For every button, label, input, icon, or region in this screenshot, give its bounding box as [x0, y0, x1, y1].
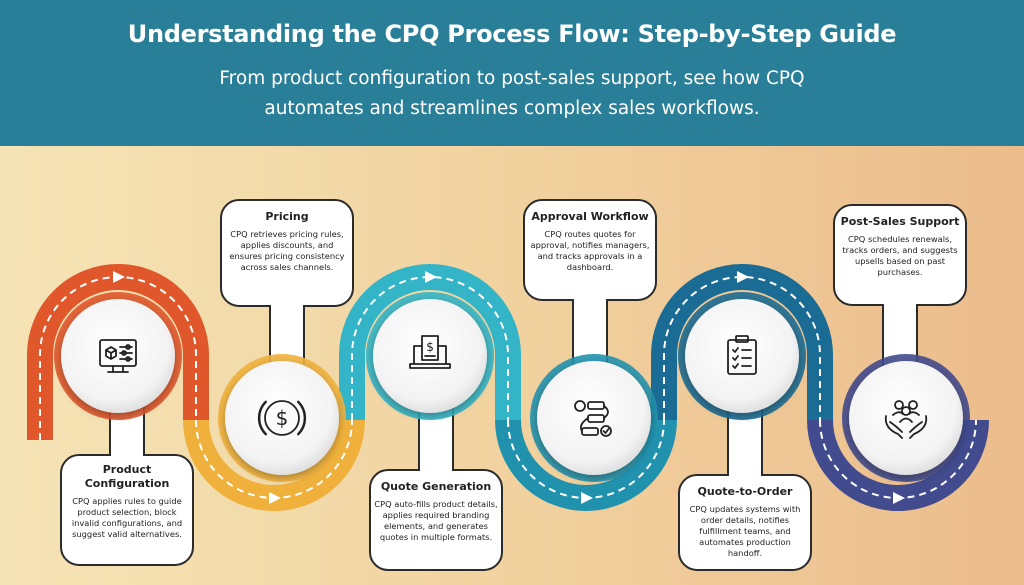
step-node-approval-workflow	[530, 354, 658, 482]
step-description: CPQ auto-fills product details, applies …	[374, 499, 498, 542]
page-title: Understanding the CPQ Process Flow: Step…	[127, 20, 897, 48]
step-node-pricing: $	[218, 354, 346, 482]
laptop-invoice-icon: $	[409, 335, 451, 369]
dashed-flow-line	[351, 276, 509, 420]
workflow-gear-icon	[574, 400, 612, 437]
step-node-post-sales-support	[842, 354, 970, 482]
step-description: CPQ updates systems with order details, …	[689, 504, 801, 558]
step-title: Product Configuration	[84, 463, 170, 490]
step-node-product-configuration	[54, 292, 182, 420]
flow-arrow-icon	[425, 271, 437, 283]
page-subtitle: From product configuration to post-sales…	[219, 68, 805, 119]
step-title: Quote Generation	[380, 480, 492, 493]
clipboard-checklist-icon	[727, 335, 757, 375]
step-description: CPQ schedules renewals, tracks orders, a…	[842, 234, 958, 277]
flow-arrow-icon	[737, 271, 749, 283]
step-title: Pricing	[265, 210, 309, 223]
svg-text:$: $	[426, 340, 434, 354]
step-title: Approval Workflow	[531, 210, 649, 223]
flow-arrow-icon	[581, 492, 593, 504]
step-node-quote-to-order	[678, 292, 806, 420]
step-title: Post-Sales Support	[840, 215, 960, 228]
callout-quote-to-order	[678, 399, 812, 571]
step-description: CPQ routes quotes for approval, notifies…	[530, 229, 650, 272]
flow-arrow-icon	[893, 492, 905, 504]
step-title: Quote-to-Order	[697, 485, 793, 498]
callout-approval-workflow	[523, 199, 657, 381]
flow-arrow-icon	[113, 271, 125, 283]
step-description: CPQ retrieves pricing rules, applies dis…	[229, 229, 345, 272]
hands-people-icon	[884, 400, 928, 439]
step-node-quote-generation: $	[366, 292, 494, 420]
monitor-settings-icon	[99, 339, 137, 373]
flow-arrow-icon	[269, 492, 281, 504]
callout-quote-generation	[369, 399, 503, 571]
step-description: CPQ applies rules to guide product selec…	[71, 496, 183, 539]
svg-text:$: $	[276, 406, 289, 430]
dollar-coin-icon: $	[257, 400, 307, 436]
header-banner: Understanding the CPQ Process Flow: Step…	[0, 0, 1024, 146]
dashed-flow-line	[663, 276, 821, 420]
